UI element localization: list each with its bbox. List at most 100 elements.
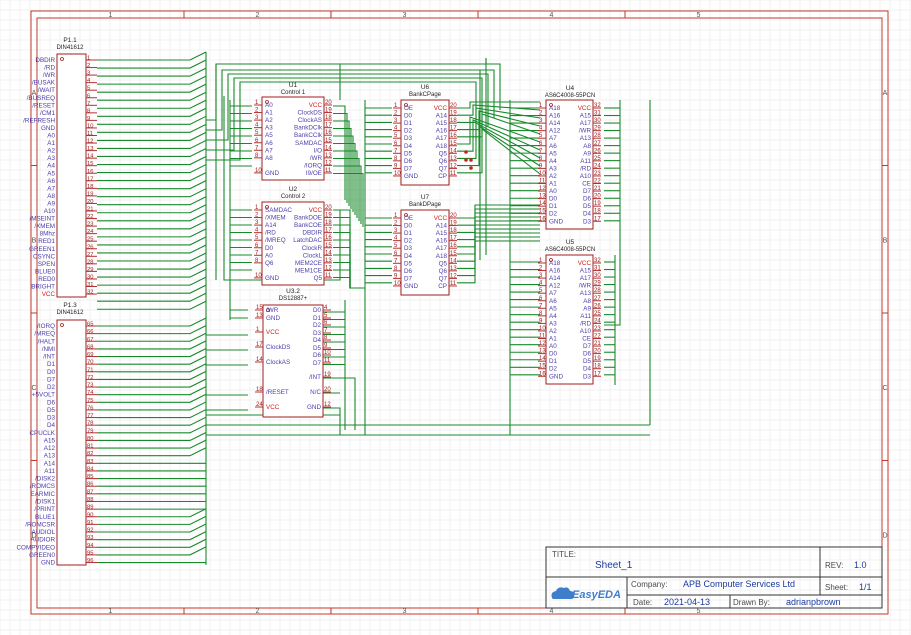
wire bbox=[97, 363, 207, 373]
pin-label: CPUCLK bbox=[29, 430, 55, 437]
column-marker: 2 bbox=[256, 608, 260, 615]
pin-label: D5 bbox=[404, 260, 413, 267]
wire bbox=[97, 317, 207, 327]
component-ref: U2 bbox=[289, 186, 298, 193]
pin-number: 22 bbox=[594, 179, 601, 185]
pin-label: /WR bbox=[43, 72, 56, 79]
wire bbox=[97, 51, 207, 61]
pin-label: RED0 bbox=[38, 276, 55, 283]
wire bbox=[97, 172, 207, 182]
pin-label: VCC bbox=[266, 329, 280, 336]
wire bbox=[333, 276, 365, 289]
pin-number: 80 bbox=[87, 436, 93, 442]
pin-number: 17 bbox=[450, 236, 457, 242]
pin-number: 2 bbox=[539, 111, 543, 117]
pin-label: /INT bbox=[43, 354, 55, 361]
pin-number: 6 bbox=[255, 243, 259, 249]
pin-label: D5 bbox=[583, 358, 592, 365]
column-marker: 3 bbox=[403, 12, 407, 19]
pin-label: A4 bbox=[549, 158, 557, 165]
pin-number: 20 bbox=[594, 349, 601, 355]
pin-number: 19 bbox=[325, 213, 332, 219]
row-marker: C bbox=[31, 385, 36, 392]
pin-label: D5 bbox=[583, 203, 592, 210]
wire bbox=[97, 91, 207, 101]
row-marker: D bbox=[31, 532, 36, 539]
pin-number: 11 bbox=[324, 358, 331, 364]
pin-label: /WR bbox=[579, 128, 592, 135]
pin-number: 72 bbox=[87, 375, 93, 381]
junction-dot bbox=[469, 158, 473, 162]
wire bbox=[97, 67, 207, 77]
pin-label: A0 bbox=[47, 133, 55, 140]
pin-label: A8 bbox=[583, 298, 591, 305]
pin1-marker bbox=[265, 205, 269, 209]
drawn-by-value: adrianpbrown bbox=[786, 597, 841, 607]
pin-number: 19 bbox=[594, 201, 601, 207]
pin-label: A4 bbox=[47, 163, 55, 170]
wire bbox=[97, 355, 207, 365]
pin-label: D3 bbox=[404, 245, 413, 252]
pin-number: 91 bbox=[87, 520, 93, 526]
pin-number: 13 bbox=[256, 313, 263, 319]
pin-number: 1 bbox=[394, 213, 398, 219]
pin-number: 29 bbox=[594, 281, 601, 287]
pin-label: D4 bbox=[583, 211, 592, 218]
pin-label: A1 bbox=[265, 110, 273, 117]
pin-number: 24 bbox=[594, 318, 601, 324]
pin-label: D4 bbox=[404, 253, 413, 260]
pin-label: D2 bbox=[47, 384, 56, 391]
pin-number: 5 bbox=[394, 243, 398, 249]
wire bbox=[333, 105, 346, 200]
connector-p1-1-body bbox=[56, 53, 87, 298]
wire bbox=[97, 228, 207, 238]
pin-label: Q5 bbox=[439, 150, 448, 157]
pin-number: 2 bbox=[394, 111, 398, 117]
pin-number: 17 bbox=[87, 176, 93, 182]
column-marker: 5 bbox=[697, 12, 701, 19]
pin-label: AUDIOL bbox=[32, 529, 56, 536]
pin-label: VCC bbox=[434, 105, 448, 112]
pin-label: A2 bbox=[47, 148, 55, 155]
pin-label: A7 bbox=[265, 147, 273, 154]
pin-number: 15 bbox=[256, 305, 263, 311]
pin-number: 16 bbox=[325, 130, 332, 136]
pin-label: /NMI bbox=[42, 346, 56, 353]
pin-number: 25 bbox=[594, 156, 601, 162]
pin-number: 12 bbox=[539, 186, 546, 192]
pin1-marker bbox=[60, 57, 64, 61]
pin-number: 5 bbox=[87, 86, 90, 92]
pin-number: 10 bbox=[394, 171, 401, 177]
pin-number: 9 bbox=[87, 116, 90, 122]
pin-label: A12 bbox=[44, 445, 56, 452]
pin-number: 6 bbox=[255, 138, 259, 144]
pin-number: 19 bbox=[594, 356, 601, 362]
wire bbox=[97, 147, 207, 158]
pin-number: 26 bbox=[87, 244, 93, 250]
pin-label: /HALT bbox=[38, 338, 56, 345]
pin-label: D3 bbox=[583, 218, 592, 225]
pin-label: Q7 bbox=[439, 275, 448, 282]
pin-number: 25 bbox=[87, 237, 93, 243]
pin-number: 9 bbox=[539, 163, 543, 169]
pin-number: 4 bbox=[539, 126, 543, 132]
pin-number: 30 bbox=[594, 118, 601, 124]
pin-label: Q6 bbox=[439, 268, 448, 275]
pin-label: CP bbox=[438, 173, 447, 180]
wire bbox=[97, 236, 207, 246]
wire bbox=[97, 546, 207, 556]
wire bbox=[97, 340, 207, 350]
wire bbox=[97, 156, 207, 166]
pin-label: A6 bbox=[549, 298, 557, 305]
title-block: TITLE: Sheet_1 REV: 1.0 Company: APB Com… bbox=[545, 546, 883, 609]
wire bbox=[457, 107, 541, 123]
wire bbox=[97, 393, 207, 403]
pin-label: EARMIC bbox=[31, 491, 56, 498]
pin-number: 17 bbox=[256, 342, 263, 348]
pin-label: D5 bbox=[404, 150, 413, 157]
pin-number: 25 bbox=[594, 311, 601, 317]
pin-label: N/C bbox=[310, 389, 321, 396]
